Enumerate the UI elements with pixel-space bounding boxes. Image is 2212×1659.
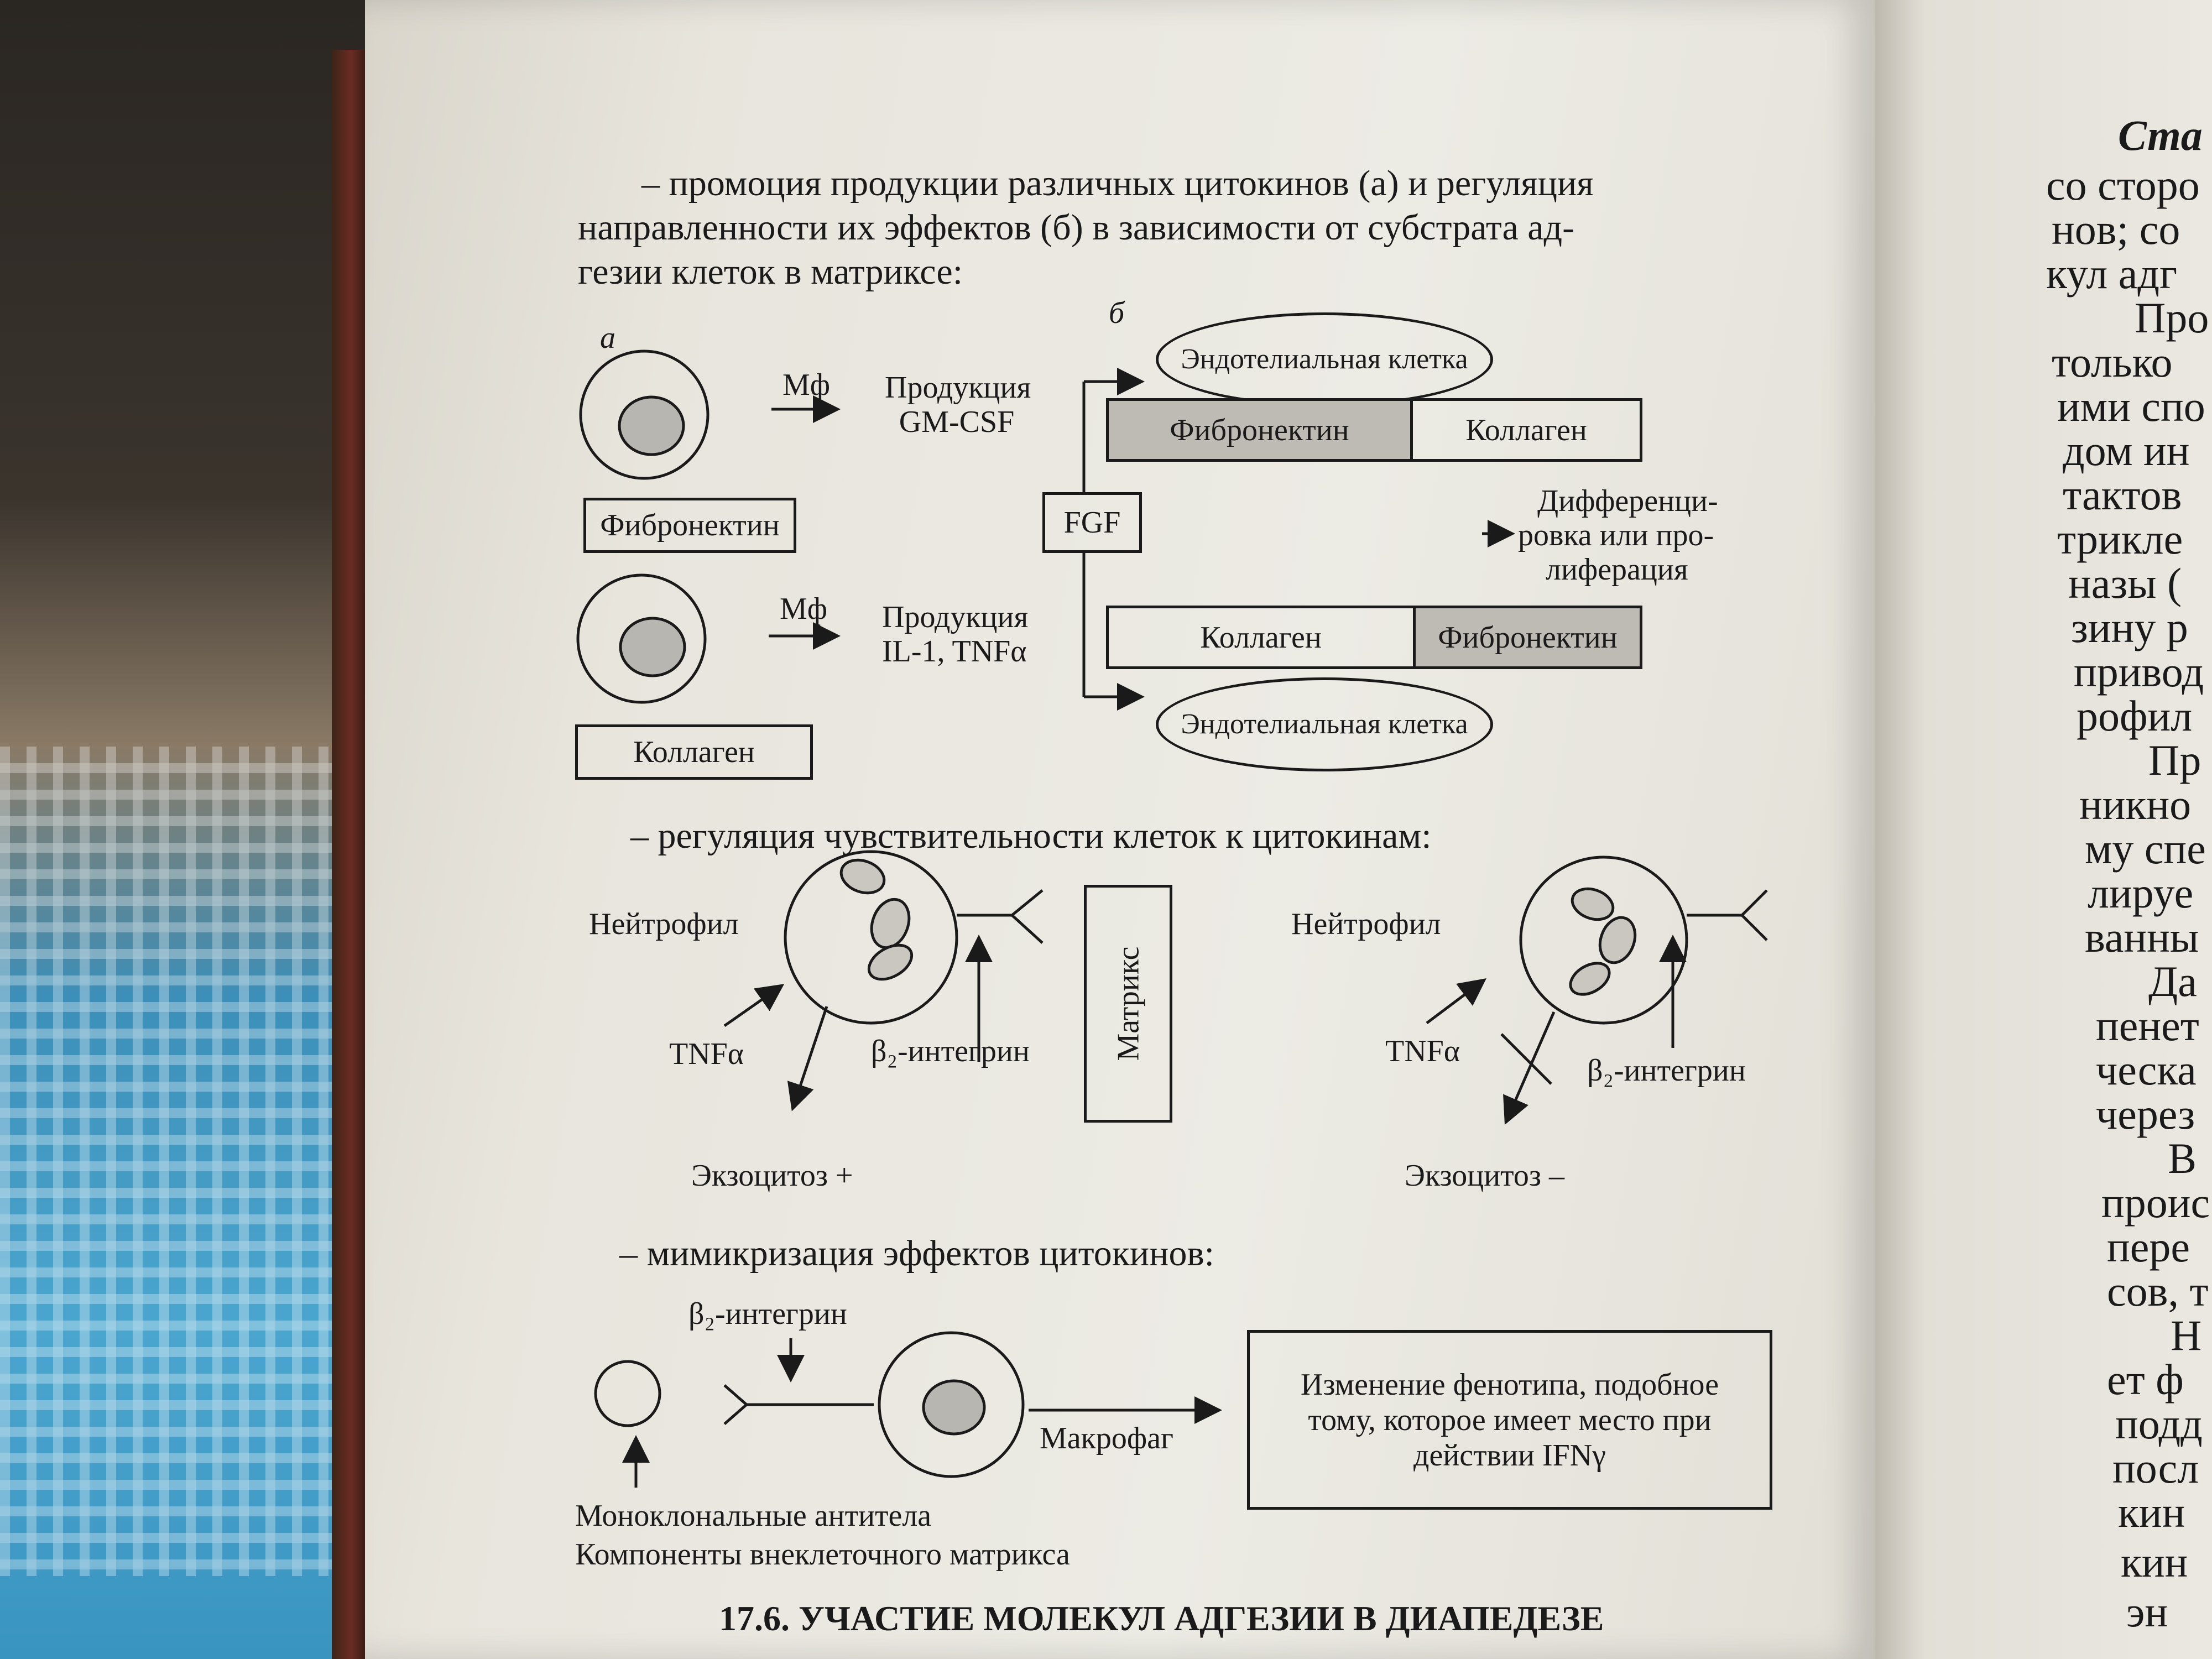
right-fragment-10: назы ( <box>2068 559 2182 607</box>
cell-a2 <box>576 573 707 704</box>
result-line-3: действии IFNγ <box>1413 1438 1606 1473</box>
right-fragment-3: кул адг <box>2046 249 2178 298</box>
book-page <box>365 0 1875 1659</box>
mf-label-1: Мф <box>782 368 831 402</box>
result-line-2: тому, которое имеет место при <box>1308 1402 1712 1437</box>
production-label-1b: GM-CSF <box>899 405 1015 439</box>
source-line-2: Компоненты внеклеточного матрикса <box>575 1537 1070 1572</box>
right-fragment-7: дом ин <box>2063 426 2190 474</box>
right-fragment-32: кин <box>2121 1538 2188 1586</box>
right-fragment-30: посл <box>2112 1444 2199 1492</box>
mimicry-heading: – мимикризация эффектов цитокинов: <box>619 1233 1214 1274</box>
right-fragment-6: ими спо <box>2057 382 2205 430</box>
panel-label-a: а <box>600 321 615 355</box>
macrophage-label: Макрофаг <box>1040 1421 1173 1455</box>
source-line-1: Моноклональные антитела <box>575 1499 932 1533</box>
right-fragment-17: лируе <box>2088 869 2194 917</box>
tnf-label-left: TNFα <box>669 1037 744 1071</box>
right-fragment-15: никно <box>2079 780 2192 828</box>
cell-a1 <box>579 349 709 480</box>
section-heading: 17.6. УЧАСТИЕ МОЛЕКУЛ АДГЕЗИИ В ДИАПЕДЕЗ… <box>719 1599 1604 1638</box>
integrin-label-mimicry: β₂-интегрин <box>688 1297 847 1331</box>
right-fragment-5: только <box>2052 338 2173 386</box>
result-line-1: Изменение фенотипа, подобное <box>1300 1367 1719 1402</box>
endothelial-cell-bottom: Эндотелиальная клетка <box>1156 677 1493 771</box>
background-fabric <box>0 0 365 1659</box>
right-fragment-21: ческа <box>2096 1046 2197 1094</box>
intro-line-2: направленности их эффектов (б) в зависим… <box>578 207 1575 248</box>
right-fragment-25: пере <box>2107 1223 2190 1271</box>
outcome-line-3: лиферация <box>1546 552 1688 587</box>
phenotype-result-box: Изменение фенотипа, подобное тому, котор… <box>1247 1330 1772 1510</box>
production-label-1a: Продукция <box>885 371 1031 405</box>
box-fibronectin-top: Фибронектин <box>1106 398 1413 462</box>
right-fragment-20: пенет <box>2096 1001 2199 1050</box>
box-fibronectin-bottom: Фибронектин <box>1413 606 1642 669</box>
integrin-label-right: β₂-интегрин <box>1587 1053 1746 1088</box>
matrix-box: Матрикс <box>1084 885 1172 1123</box>
right-fragment-27: Н <box>2171 1311 2202 1359</box>
cell-a2-nucleus <box>619 617 686 677</box>
right-fragment-0: Ста <box>2118 111 2203 159</box>
right-fragment-29: подд <box>2115 1400 2203 1448</box>
right-fragment-9: трикле <box>2057 515 2183 563</box>
neutrophil-label-right: Нейтрофил <box>1291 907 1441 941</box>
right-fragment-11: зину р <box>2071 603 2188 651</box>
macrophage-cell <box>878 1331 1025 1478</box>
neutrophil-left <box>784 850 958 1025</box>
mf-label-2: Мф <box>780 592 828 626</box>
intro-line-3: гезии клеток в матриксе: <box>578 252 963 292</box>
endothelial-cell-top: Эндотелиальная клетка <box>1156 312 1493 406</box>
right-fragment-31: кин <box>2118 1488 2185 1536</box>
neutrophil-right <box>1519 855 1688 1025</box>
antibody-particle <box>594 1360 661 1427</box>
right-fragment-14: Пр <box>2148 736 2201 784</box>
right-fragment-4: Про <box>2135 294 2209 342</box>
right-fragment-1: со сторо <box>2046 161 2200 209</box>
right-fragment-2: нов; со <box>2052 205 2180 253</box>
sensitivity-heading: – регуляция чувствительности клеток к ци… <box>630 816 1432 856</box>
box-collagen-bottom: Коллаген <box>1106 606 1416 669</box>
right-page <box>1875 0 2212 1659</box>
substrate-fibronectin-a: Фибронектин <box>583 498 796 553</box>
panel-label-b: б <box>1109 296 1125 330</box>
intro-line-1: – промоция продукции различных цитокинов… <box>641 163 1594 204</box>
right-fragment-33: эн <box>2126 1588 2168 1636</box>
outcome-line-2: ровка или про- <box>1518 518 1714 552</box>
book-spine <box>332 50 371 1659</box>
right-fragment-24: проис <box>2101 1178 2210 1227</box>
right-fragment-18: ванны <box>2085 913 2199 961</box>
substrate-collagen-a: Коллаген <box>575 724 813 780</box>
right-fragment-26: сов, т <box>2107 1267 2209 1315</box>
exocytosis-minus: Экзоцитоз – <box>1405 1159 1565 1193</box>
neutrophil-label-left: Нейтрофил <box>589 907 739 941</box>
exocytosis-plus: Экзоцитоз + <box>691 1159 853 1193</box>
cell-a1-nucleus <box>618 395 685 456</box>
production-label-2b: IL-1, TNFα <box>882 634 1027 669</box>
right-fragment-13: рофил <box>2077 692 2193 740</box>
right-fragment-19: Да <box>2148 957 2197 1005</box>
outcome-line-1: Дифференци- <box>1537 484 1718 518</box>
box-collagen-top: Коллаген <box>1410 398 1642 462</box>
right-fragment-12: привод <box>2074 648 2204 696</box>
right-fragment-22: через <box>2096 1090 2195 1138</box>
integrin-label-left: β₂-интегрин <box>871 1034 1030 1068</box>
right-fragment-16: му спе <box>2085 825 2206 873</box>
right-fragment-23: В <box>2168 1134 2197 1182</box>
right-fragment-28: ет ф <box>2107 1355 2184 1404</box>
right-fragment-8: тактов <box>2063 471 2182 519</box>
tnf-label-right: TNFα <box>1385 1034 1460 1068</box>
fgf-box: FGF <box>1042 492 1142 553</box>
production-label-2a: Продукция <box>882 600 1029 634</box>
matrix-label: Матрикс <box>1111 946 1145 1061</box>
